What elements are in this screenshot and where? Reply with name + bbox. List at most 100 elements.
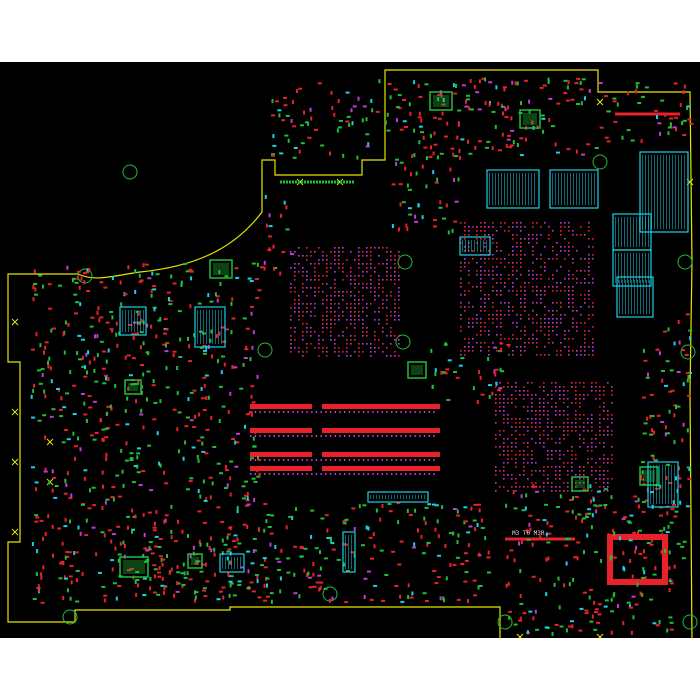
smd-component	[352, 105, 357, 108]
smd-component	[521, 509, 526, 512]
smd-component	[413, 128, 416, 133]
dimm-pin	[419, 473, 421, 475]
smd-component	[397, 563, 402, 566]
bga-ball	[539, 486, 541, 488]
smd-component	[101, 437, 104, 442]
bga-ball	[480, 322, 482, 324]
bga-ball	[563, 398, 565, 400]
cyan-package-fill	[474, 240, 475, 252]
smd-component	[272, 134, 275, 139]
bga-ball	[540, 322, 542, 324]
bga-ball	[528, 314, 530, 316]
smd-component	[532, 484, 535, 489]
bga-ball	[584, 270, 586, 272]
smd-component	[32, 388, 35, 393]
smd-component	[437, 93, 442, 96]
smd-component	[303, 547, 308, 550]
bga-ball	[560, 282, 562, 284]
smd-component	[613, 531, 616, 536]
smd-component	[285, 525, 288, 530]
smd-component	[604, 95, 609, 98]
bga-ball	[544, 354, 546, 356]
bga-ball	[503, 454, 505, 456]
smd-component	[667, 524, 670, 529]
bga-ball	[290, 335, 292, 337]
bga-ball	[306, 287, 308, 289]
ic-chip	[639, 466, 659, 486]
dimm-pin	[273, 459, 275, 461]
bga-ball	[338, 291, 340, 293]
smd-component	[58, 408, 63, 411]
bga-ball	[464, 338, 466, 340]
bga-ball	[556, 286, 558, 288]
cyan-package-fill	[394, 495, 395, 499]
smd-component	[644, 576, 647, 581]
smd-component	[298, 87, 303, 90]
smd-component	[78, 358, 82, 361]
bga-ball	[520, 246, 522, 248]
bga-ball	[499, 410, 501, 412]
bga-ball	[607, 470, 609, 472]
smd-component	[233, 545, 238, 548]
bga-ball	[362, 255, 364, 257]
smd-component	[226, 556, 229, 561]
smd-component	[170, 535, 173, 540]
smd-component	[607, 533, 610, 538]
bga-ball	[390, 355, 392, 357]
bga-ball	[314, 307, 316, 309]
dimm-pin	[391, 473, 393, 475]
cyan-package-fill	[627, 217, 628, 247]
bga-ball	[523, 390, 525, 392]
bga-ball	[350, 323, 352, 325]
smd-component	[345, 91, 350, 94]
smd-component	[177, 519, 179, 524]
smd-component	[77, 436, 79, 441]
smd-component	[212, 446, 217, 448]
bga-ball	[559, 454, 561, 456]
smd-component	[134, 269, 137, 274]
bga-ball	[362, 307, 364, 309]
bga-ball	[464, 234, 466, 236]
smd-component	[687, 118, 692, 121]
smd-component	[428, 156, 433, 159]
cyan-package	[219, 553, 245, 573]
bga-ball	[588, 230, 590, 232]
smd-component	[363, 577, 368, 580]
smd-component	[283, 200, 286, 205]
bga-ball	[386, 319, 388, 321]
pcb-board-canvas[interactable]: M3 T0 M3R	[0, 62, 700, 638]
bga-ball	[378, 295, 380, 297]
bga-ball	[583, 466, 585, 468]
bga-ball	[583, 442, 585, 444]
bga-ball	[544, 306, 546, 308]
dimm-pin	[376, 411, 379, 413]
smd-component	[207, 395, 210, 400]
bga-ball	[555, 442, 557, 444]
bga-ball	[298, 319, 300, 321]
smd-component	[314, 547, 319, 550]
smd-component	[131, 529, 133, 534]
smd-component	[139, 364, 144, 366]
smd-component	[456, 598, 461, 601]
bga-ball	[519, 390, 521, 392]
bga-ball	[588, 226, 590, 228]
ic-chip-body	[643, 470, 655, 482]
bga-ball	[524, 346, 526, 348]
bga-ball	[547, 402, 549, 404]
smd-component	[137, 311, 140, 316]
bga-ball	[464, 238, 466, 240]
smd-component	[263, 260, 266, 265]
smd-component	[266, 513, 271, 516]
bga-ball	[468, 326, 470, 328]
bga-ball	[575, 386, 577, 388]
smd-component	[665, 531, 670, 534]
bga-ball	[503, 386, 505, 388]
bga-ball	[591, 386, 593, 388]
cyan-package-fill	[519, 173, 520, 205]
smd-component	[99, 418, 102, 423]
smd-component	[434, 181, 439, 184]
smd-component	[506, 138, 511, 141]
bga-ball	[527, 418, 529, 420]
bga-ball	[370, 263, 372, 265]
smd-component	[567, 625, 572, 628]
